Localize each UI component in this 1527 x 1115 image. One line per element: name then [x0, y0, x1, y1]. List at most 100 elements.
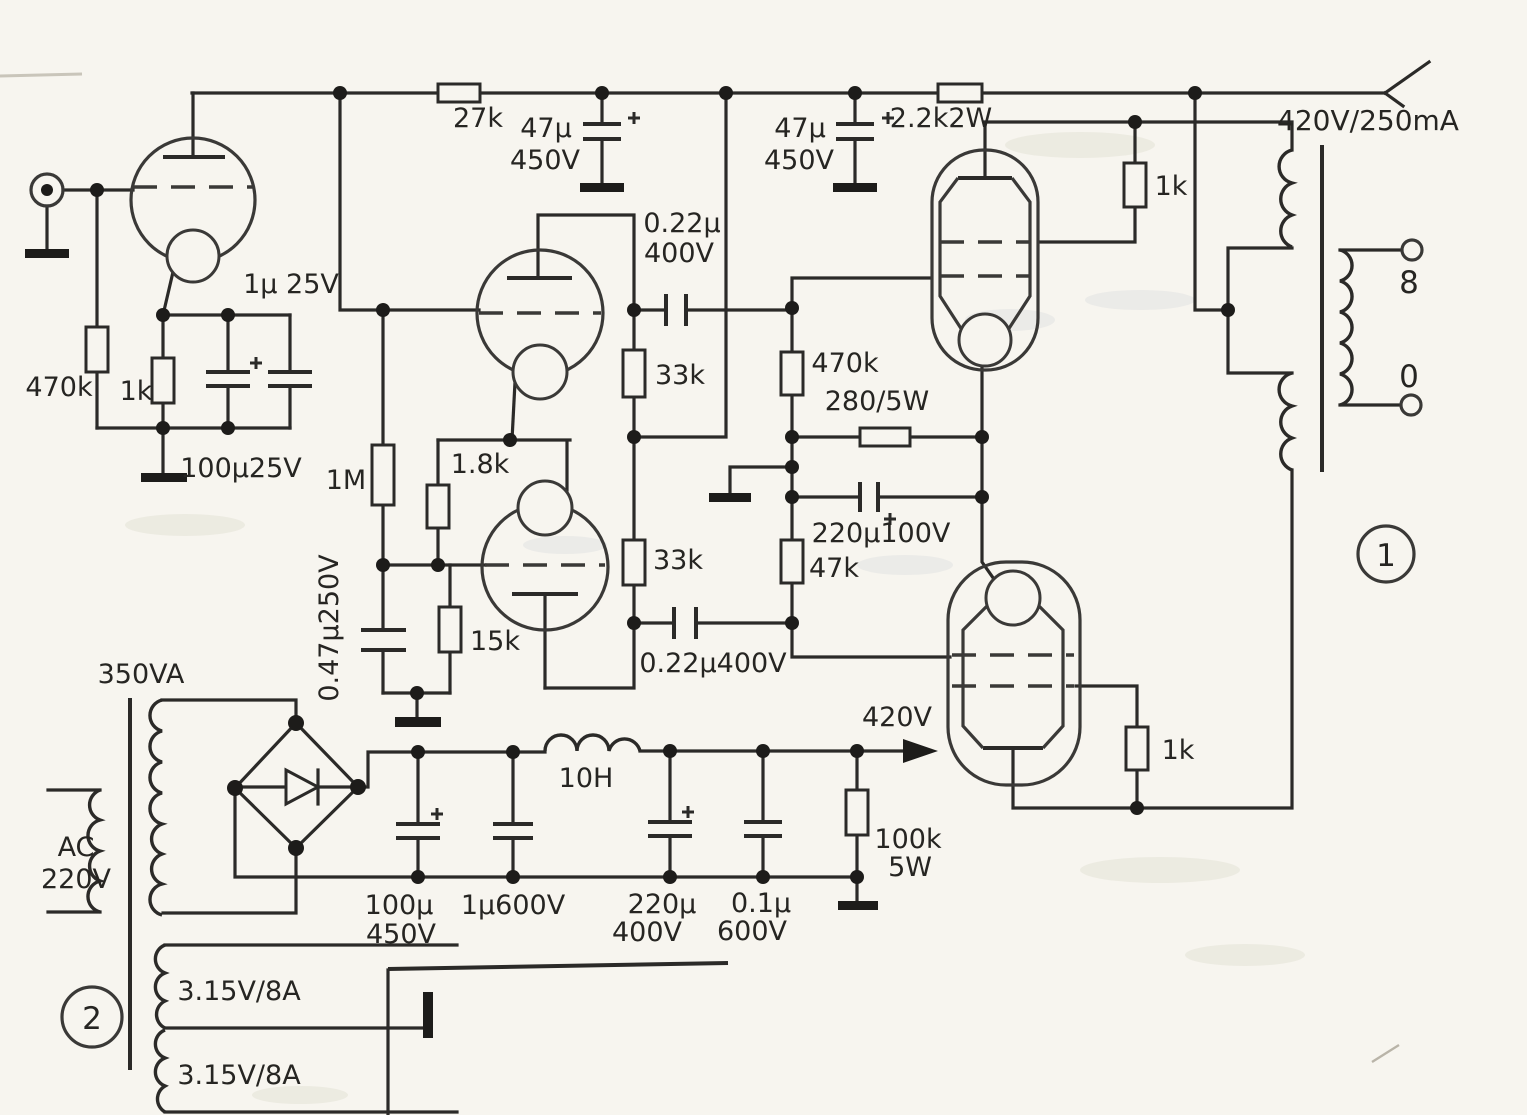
ground-icon	[833, 183, 877, 192]
heater-winding-1-coil	[153, 943, 170, 1030]
label-220u: 220µ	[628, 889, 697, 920]
label-100u-v: 450V	[366, 919, 437, 950]
cap-0.47u-250v	[361, 628, 406, 652]
tube-v3-driver-triode-inverted	[480, 479, 610, 632]
label-100u25v: 100µ25V	[180, 453, 302, 484]
tube-envelope	[946, 560, 1082, 787]
resistor-47k	[779, 538, 805, 585]
cap-100u-450v	[396, 808, 443, 840]
jack-ring	[29, 172, 65, 208]
label-420v: 420V	[862, 702, 933, 733]
resistors	[84, 82, 1150, 837]
polarity-plus-icon	[250, 357, 262, 369]
resistor-1k-screen-bottom	[1124, 725, 1150, 772]
label-47u-2: 47µ	[774, 113, 826, 144]
resistor-27k	[436, 82, 482, 104]
label-47u-1: 47µ	[520, 113, 572, 144]
cap-100u-25v	[206, 357, 262, 388]
ground-icon	[580, 183, 624, 192]
figure-tag-2: 2	[60, 985, 124, 1049]
label-1u25v: 1µ 25V	[243, 269, 339, 300]
label-heater-1: 3.15V/8A	[177, 976, 301, 1007]
cap-0.1u-600v	[744, 820, 782, 838]
label-47u-2v: 450V	[764, 145, 835, 176]
tube-v4-output-pentode	[930, 148, 1040, 372]
tube-envelope	[930, 148, 1040, 372]
resistor-470k-grid	[779, 350, 805, 397]
label-100k-w: 5W	[888, 852, 932, 883]
label-1k-in: 1k	[120, 376, 153, 407]
label-470k-in: 470k	[25, 372, 93, 403]
label-350va: 350VA	[98, 659, 185, 690]
cathode-bump	[516, 479, 574, 537]
polarity-plus-icon	[682, 806, 694, 818]
label-100u: 100µ	[365, 890, 434, 921]
polarity-plus-icon	[882, 112, 894, 124]
wiring	[45, 59, 1432, 1115]
psu-hv-secondary-coil	[148, 698, 168, 917]
figure-tag-2-number: 2	[82, 1001, 102, 1037]
cathode-bump	[957, 312, 1013, 368]
cap-220u-400v	[648, 806, 694, 838]
label-470k-grid: 470k	[811, 348, 879, 379]
figure-tag-1-number: 1	[1376, 538, 1396, 574]
resistor-2.2k2w	[936, 82, 984, 104]
beam-plates	[961, 604, 1065, 750]
ground-icon	[838, 901, 878, 910]
label-supply: 420V/250mA	[1277, 104, 1459, 137]
resistor-33k-bottom	[621, 538, 647, 587]
figure-tag-1: 1	[1356, 524, 1416, 584]
cap-1u-25v	[268, 370, 312, 388]
opt-secondary-coil	[1339, 248, 1354, 407]
resistor-1.8k	[425, 483, 451, 530]
label-33k-top: 33k	[655, 360, 705, 391]
label-1m: 1M	[326, 465, 366, 496]
dc-output-arrow-icon	[903, 739, 938, 763]
label-022u-top-v: 400V	[644, 238, 715, 269]
label-280-5w: 280/5W	[825, 386, 930, 417]
inset-box-top-border	[387, 961, 729, 971]
label-2.2k2w: 2.2k2W	[890, 103, 992, 134]
label-0.1u: 0.1µ	[731, 888, 791, 919]
speaker-terminal-8	[1400, 238, 1424, 262]
cap-0.22u-400v-bottom	[672, 607, 698, 639]
cap-47u-450v-2	[833, 90, 894, 192]
heater-ct-ground-icon	[423, 992, 433, 1038]
heater-winding-2-coil	[153, 1028, 170, 1114]
cap-1u-600v	[493, 822, 533, 840]
input-jack	[29, 172, 65, 208]
diode-icon	[284, 767, 322, 807]
label-100k: 100k	[874, 824, 942, 855]
cap-220u-100v	[858, 482, 896, 525]
label-220u100v: 220µ100V	[812, 518, 951, 549]
polarity-plus-icon	[628, 112, 640, 124]
ground-icon	[395, 717, 441, 727]
label-1k-scr-bot: 1k	[1162, 735, 1195, 766]
resistor-280-5w	[858, 426, 912, 448]
resistor-1m	[370, 443, 396, 507]
cathode-bump	[165, 228, 221, 284]
label-heater-2: 3.15V/8A	[177, 1060, 301, 1091]
tube-v2-driver-triode	[475, 248, 605, 401]
opt-primary-upper-coil	[1277, 148, 1298, 249]
cap-0.22u-400v-top	[664, 294, 688, 326]
label-0.47u250v: 0.47µ250V	[314, 554, 345, 702]
ground-icon	[25, 249, 69, 258]
beam-plates	[938, 177, 1032, 331]
label-tap-8: 8	[1399, 265, 1419, 301]
label-022u-top: 0.22µ	[643, 208, 720, 239]
cap-47u-450v-1	[580, 91, 640, 192]
resistor-470k-input	[84, 325, 110, 374]
junction-dots	[90, 86, 1235, 884]
label-27k: 27k	[453, 103, 503, 134]
speaker-terminal-0	[1399, 393, 1423, 417]
label-ac: AC	[58, 832, 95, 863]
label-0.1u-v: 600V	[717, 916, 788, 947]
jack-pin	[41, 184, 53, 196]
resistor-15k	[437, 605, 463, 654]
resistor-33k-top	[621, 348, 647, 399]
label-33k-bot: 33k	[653, 545, 703, 576]
label-1k-scr-top: 1k	[1155, 171, 1188, 202]
